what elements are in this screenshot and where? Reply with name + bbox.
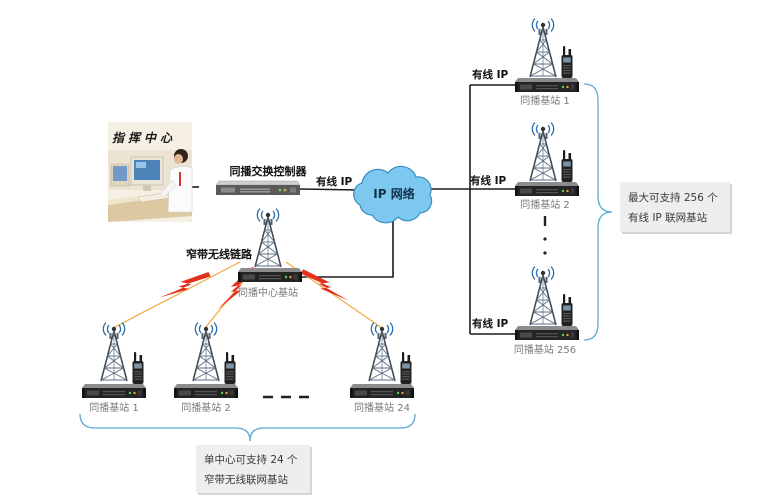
base-station-unit	[515, 78, 579, 92]
station-continuation-dots	[543, 216, 547, 255]
base-station-unit	[82, 384, 146, 398]
ip-station-256: 有线 IP 同播基站 256	[472, 266, 579, 356]
note-line: 有线 IP 联网基站	[628, 211, 708, 224]
note-line: 最大可支持 256 个	[628, 191, 718, 204]
ip-network: IP 网络	[353, 165, 433, 224]
station-label: 同播基站 1	[89, 401, 139, 414]
note-line: 窄带无线联网基站	[204, 473, 288, 486]
handheld-radio-icon	[561, 150, 573, 182]
wired-ip-label-station-1: 有线 IP	[472, 68, 509, 81]
network-to-center-station-line	[302, 205, 394, 278]
ip-station-1: 有线 IP 同播基站 1	[472, 18, 579, 107]
station-label: 同播基站 2	[181, 401, 231, 414]
handheld-radio-icon	[224, 352, 236, 384]
wireless-station-24: 同播基站 24	[350, 322, 414, 414]
ip-network-label: IP 网络	[373, 186, 414, 201]
note-line: 单中心可支持 24 个	[204, 453, 298, 466]
switch-controller-device	[215, 180, 301, 195]
lightning-bolt-icon	[159, 262, 212, 308]
wireless-line-station-1	[112, 261, 241, 329]
radio-tower-icon	[254, 208, 282, 268]
wireless-station-1: 同播基站 1	[82, 322, 146, 414]
radio-tower-icon	[368, 322, 396, 382]
switch-controller: 同播交换控制器 有线 IP	[215, 164, 353, 195]
base-station-unit	[515, 182, 579, 196]
base-station-unit	[515, 326, 579, 340]
handheld-radio-icon	[561, 46, 573, 78]
radio-tower-icon	[100, 322, 128, 382]
lightning-bolt-icon	[300, 264, 349, 306]
wireless-link-label: 窄带无线链路	[186, 247, 253, 261]
handheld-radio-icon	[400, 352, 412, 384]
station-label: 同播基站 256	[514, 343, 576, 356]
base-station-unit	[350, 384, 414, 398]
center-station: 窄带无线链路 同播中心基站	[186, 208, 302, 299]
station-label: 同播基站 24	[354, 401, 410, 414]
radio-tower-icon	[529, 18, 557, 78]
wireless-station-2: 同播基站 2	[174, 322, 238, 414]
wireless-stations-bracket	[79, 413, 416, 442]
controller-label: 同播交换控制器	[230, 164, 308, 178]
command-center-label: 指挥中心	[112, 131, 176, 145]
station-label: 同播基站 2	[520, 198, 570, 211]
wireless-capacity-note: 单中心可支持 24 个 窄带无线联网基站	[196, 445, 312, 495]
ip-stations-bracket	[583, 83, 613, 341]
ip-station-2: 有线 IP 同播基站 2	[470, 122, 579, 211]
wired-ip-label-station-2: 有线 IP	[470, 174, 507, 187]
base-station-unit	[238, 268, 302, 282]
handheld-radio-icon	[132, 352, 144, 384]
base-station-unit	[174, 384, 238, 398]
handheld-radio-icon	[561, 294, 573, 326]
wired-ip-label-station-256: 有线 IP	[472, 317, 509, 330]
radio-tower-icon	[529, 266, 557, 326]
center-station-label: 同播中心基站	[238, 286, 298, 299]
radio-tower-icon	[192, 322, 220, 382]
radio-tower-icon	[529, 122, 557, 182]
wired-ip-label-controller: 有线 IP	[316, 175, 353, 188]
controller-to-network-line	[299, 188, 361, 191]
cloud-icon	[353, 165, 433, 224]
wired-connections	[192, 84, 515, 335]
command-center-photo: 指挥中心	[108, 122, 193, 222]
station-label: 同播基站 1	[520, 94, 570, 107]
ip-capacity-note: 最大可支持 256 个 有线 IP 联网基站	[620, 182, 732, 234]
